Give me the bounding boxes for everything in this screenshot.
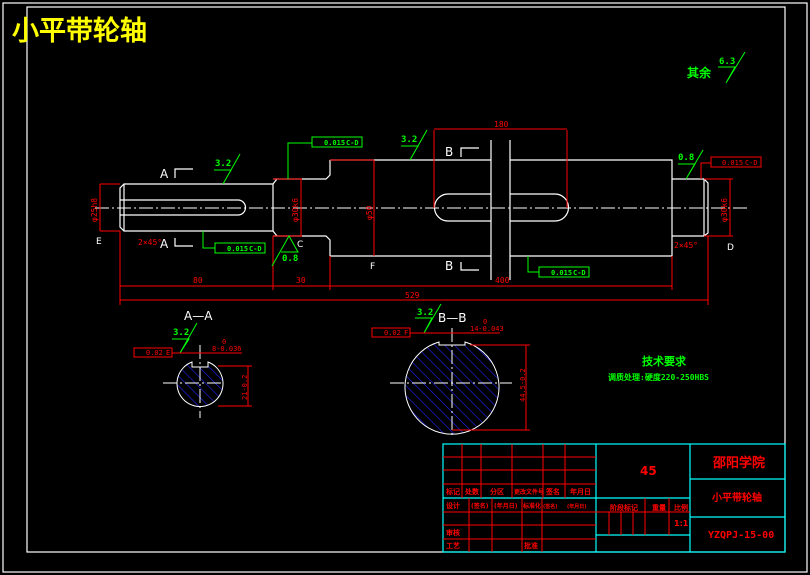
svg-text:签名: 签名 [545, 487, 560, 496]
svg-text:C: C [297, 240, 303, 250]
svg-text:0.8: 0.8 [282, 254, 298, 264]
svg-text:A: A [160, 167, 169, 181]
svg-text:2×45°: 2×45° [138, 238, 162, 247]
shaft [119, 140, 709, 280]
svg-text:C-D: C-D [249, 245, 262, 253]
svg-text:其余: 其余 [687, 65, 712, 80]
svg-text:重量: 重量 [652, 503, 666, 512]
svg-text:0.015: 0.015 [551, 269, 572, 277]
svg-text:529: 529 [405, 291, 420, 300]
svg-text:3.2: 3.2 [417, 308, 433, 318]
svg-text:3.2: 3.2 [215, 159, 231, 169]
svg-text:YZQPJ-15-00: YZQPJ-15-00 [708, 530, 774, 541]
svg-text:邵阳学院: 邵阳学院 [712, 455, 765, 471]
svg-text:(年月日): (年月日) [567, 503, 587, 510]
svg-text:D: D [727, 243, 734, 253]
svg-text:标准化: 标准化 [522, 502, 541, 510]
svg-text:φ25h8: φ25h8 [90, 198, 99, 222]
svg-text:2×45°: 2×45° [674, 241, 698, 250]
svg-text:年月日: 年月日 [570, 487, 591, 496]
svg-text:技术要求: 技术要求 [642, 354, 687, 368]
svg-text:21-0.2: 21-0.2 [241, 375, 249, 400]
svg-text:0.02: 0.02 [384, 329, 401, 337]
svg-text:E: E [96, 237, 102, 247]
svg-text:C-D: C-D [745, 159, 758, 167]
svg-text:φ50: φ50 [365, 205, 374, 220]
svg-text:A—A: A—A [184, 309, 213, 323]
svg-text:0.02: 0.02 [146, 349, 163, 357]
section-a-a: A—A 0.02 E 8-0.036 0 21-0.2 [133, 309, 252, 418]
svg-text:8-0.036: 8-0.036 [212, 345, 242, 353]
section-b-b: B—B 0.02 F 14-0.043 0 44.5-0.2 [371, 311, 530, 438]
svg-text:标记: 标记 [445, 487, 460, 496]
svg-text:3.2: 3.2 [173, 328, 189, 338]
svg-text:F: F [370, 262, 375, 272]
svg-text:0.015: 0.015 [722, 159, 743, 167]
svg-text:0.8: 0.8 [678, 153, 694, 163]
runout-frames: 0.015 C-D 0.015 C-D 0.015 C-D 0.015 C-D [202, 136, 762, 278]
drawing-title: 小平带轮轴 [12, 16, 147, 47]
svg-text:分区: 分区 [490, 487, 504, 496]
svg-text:B—B: B—B [438, 311, 466, 325]
svg-text:180: 180 [494, 120, 509, 129]
general-roughness: 其余 6.3 [687, 51, 746, 84]
svg-text:1:1: 1:1 [674, 519, 689, 528]
svg-text:阶段标记: 阶段标记 [610, 503, 638, 512]
svg-text:0: 0 [483, 318, 487, 326]
datum-symbols: E C F D [96, 237, 734, 272]
svg-text:30: 30 [296, 276, 306, 285]
svg-text:A: A [160, 237, 169, 251]
svg-text:审核: 审核 [446, 528, 460, 537]
section-marks: A A B B [160, 145, 479, 273]
svg-text:45: 45 [640, 464, 657, 478]
svg-text:比例: 比例 [674, 503, 688, 512]
svg-text:14-0.043: 14-0.043 [470, 325, 504, 333]
svg-text:φ30k6: φ30k6 [291, 198, 300, 222]
svg-text:F: F [404, 329, 408, 337]
svg-text:0.015: 0.015 [324, 139, 345, 147]
svg-text:处数: 处数 [464, 487, 480, 496]
svg-text:小平带轮轴: 小平带轮轴 [711, 491, 762, 504]
svg-text:B: B [445, 259, 453, 273]
svg-text:E: E [166, 349, 170, 357]
svg-text:3.2: 3.2 [401, 135, 417, 145]
svg-text:0: 0 [222, 338, 226, 346]
svg-text:(年月日): (年月日) [494, 502, 518, 510]
svg-text:设计: 设计 [446, 501, 460, 510]
svg-text:400: 400 [495, 276, 510, 285]
svg-text:80: 80 [193, 276, 203, 285]
svg-text:6.3: 6.3 [719, 57, 735, 67]
svg-text:调质处理:硬度220-250HBS: 调质处理:硬度220-250HBS [608, 372, 709, 382]
svg-text:φ30k6: φ30k6 [720, 198, 729, 222]
svg-text:(签名): (签名) [471, 502, 489, 510]
svg-text:(签名): (签名) [543, 503, 558, 510]
roughness-symbols: 3.2 3.2 0.8 0.8 3.2 3.2 [172, 129, 704, 354]
title-block: 标记 处数 分区 更改文件号 签名 年月日 设计 (签名) (年月日) 标准化 … [442, 443, 786, 553]
dimensions: 80 30 400 529 180 2×45° 2×45° φ25h8 φ30k… [90, 120, 733, 305]
svg-text:C-D: C-D [573, 269, 586, 277]
inner-frame [26, 6, 786, 553]
technical-requirements: 技术要求 调质处理:硬度220-250HBS [608, 354, 709, 382]
svg-text:批准: 批准 [524, 541, 538, 550]
svg-text:工艺: 工艺 [446, 541, 460, 550]
svg-text:0.015: 0.015 [227, 245, 248, 253]
svg-text:44.5-0.2: 44.5-0.2 [519, 368, 527, 402]
svg-text:更改文件号: 更改文件号 [514, 488, 544, 496]
svg-text:B: B [445, 145, 453, 159]
svg-text:C-D: C-D [346, 139, 359, 147]
